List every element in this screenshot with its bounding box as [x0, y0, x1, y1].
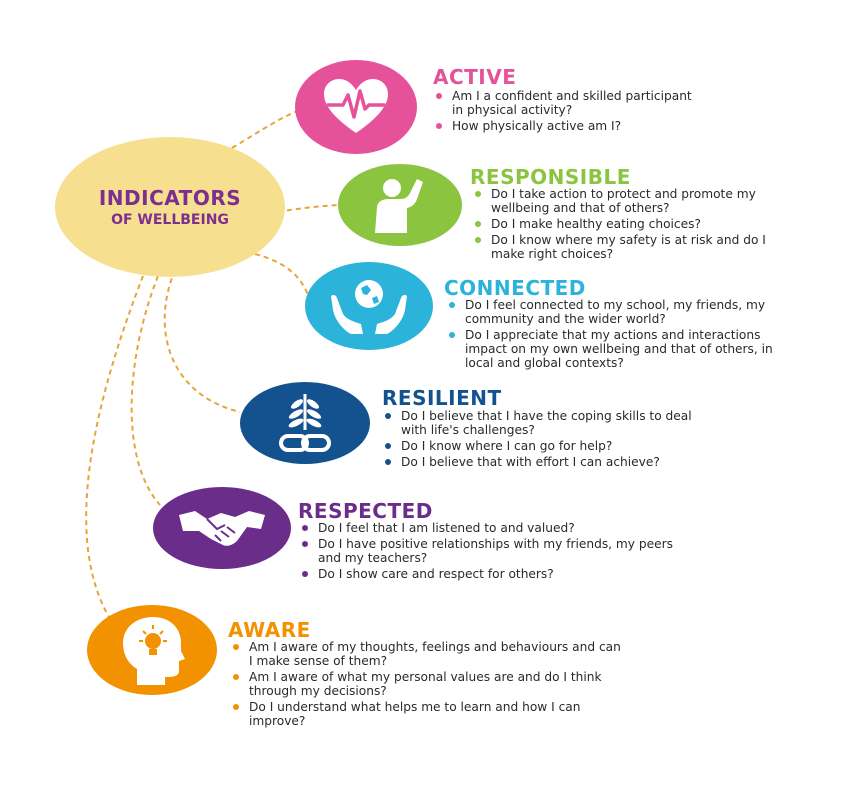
heart-pulse-icon	[324, 79, 388, 133]
question-item: Do I feel that I am listened to and valu…	[297, 521, 677, 535]
question-item: Do I have positive relationships with my…	[297, 537, 677, 565]
title-connected: CONNECTED	[444, 276, 586, 300]
question-item: Am I a confident and skilled participant…	[431, 89, 701, 117]
title-active: ACTIVE	[433, 65, 517, 89]
question-item: Do I feel connected to my school, my fri…	[444, 298, 794, 326]
connector-respected	[130, 275, 161, 506]
question-item: Do I appreciate that my actions and inte…	[444, 328, 794, 370]
question-item: Do I make healthy eating choices?	[470, 217, 790, 231]
question-item: How physically active am I?	[431, 119, 701, 133]
question-item: Do I understand what helps me to learn a…	[228, 700, 628, 728]
question-item: Am I aware of my thoughts, feelings and …	[228, 640, 628, 668]
responsible-circle	[338, 164, 462, 246]
hub-title-line1: INDICATORS	[98, 186, 242, 210]
indicators-of-wellbeing-hub: INDICATORS OF WELLBEING	[55, 137, 285, 277]
title-aware: AWARE	[228, 618, 311, 642]
connector-connected	[254, 253, 309, 296]
aware-circle	[87, 605, 217, 695]
question-item: Do I show care and respect for others?	[297, 567, 677, 581]
question-item: Do I take action to protect and promote …	[470, 187, 790, 215]
connector-active	[231, 109, 301, 149]
respected-circle	[153, 487, 291, 569]
questions-responsible: Do I take action to protect and promote …	[470, 187, 790, 263]
connector-resilient	[163, 269, 241, 413]
connector-responsible	[277, 204, 341, 213]
resilient-circle	[240, 382, 370, 464]
questions-respected: Do I feel that I am listened to and valu…	[297, 521, 677, 583]
connector-aware	[85, 275, 144, 623]
questions-active: Am I a confident and skilled participant…	[431, 89, 701, 135]
head-with-lightbulb-icon	[123, 617, 185, 685]
question-item: Do I know where my safety is at risk and…	[470, 233, 790, 261]
connected-circle	[305, 262, 433, 350]
hub-title-line2: OF WELLBEING	[111, 212, 229, 228]
question-item: Do I know where I can go for help?	[380, 439, 710, 453]
handshake-icon	[179, 511, 265, 546]
questions-aware: Am I aware of my thoughts, feelings and …	[228, 640, 628, 730]
question-item: Am I aware of what my personal values ar…	[228, 670, 628, 698]
active-circle	[295, 60, 417, 154]
hands-holding-globe-icon	[331, 280, 407, 334]
plant-and-chain-icon	[279, 394, 331, 452]
questions-resilient: Do I believe that I have the coping skil…	[380, 409, 710, 471]
title-resilient: RESILIENT	[382, 386, 502, 410]
person-raising-hand-icon	[375, 179, 423, 233]
questions-connected: Do I feel connected to my school, my fri…	[444, 298, 794, 372]
question-item: Do I believe that with effort I can achi…	[380, 455, 710, 469]
question-item: Do I believe that I have the coping skil…	[380, 409, 710, 437]
title-respected: RESPECTED	[298, 499, 433, 523]
title-responsible: RESPONSIBLE	[470, 165, 631, 189]
